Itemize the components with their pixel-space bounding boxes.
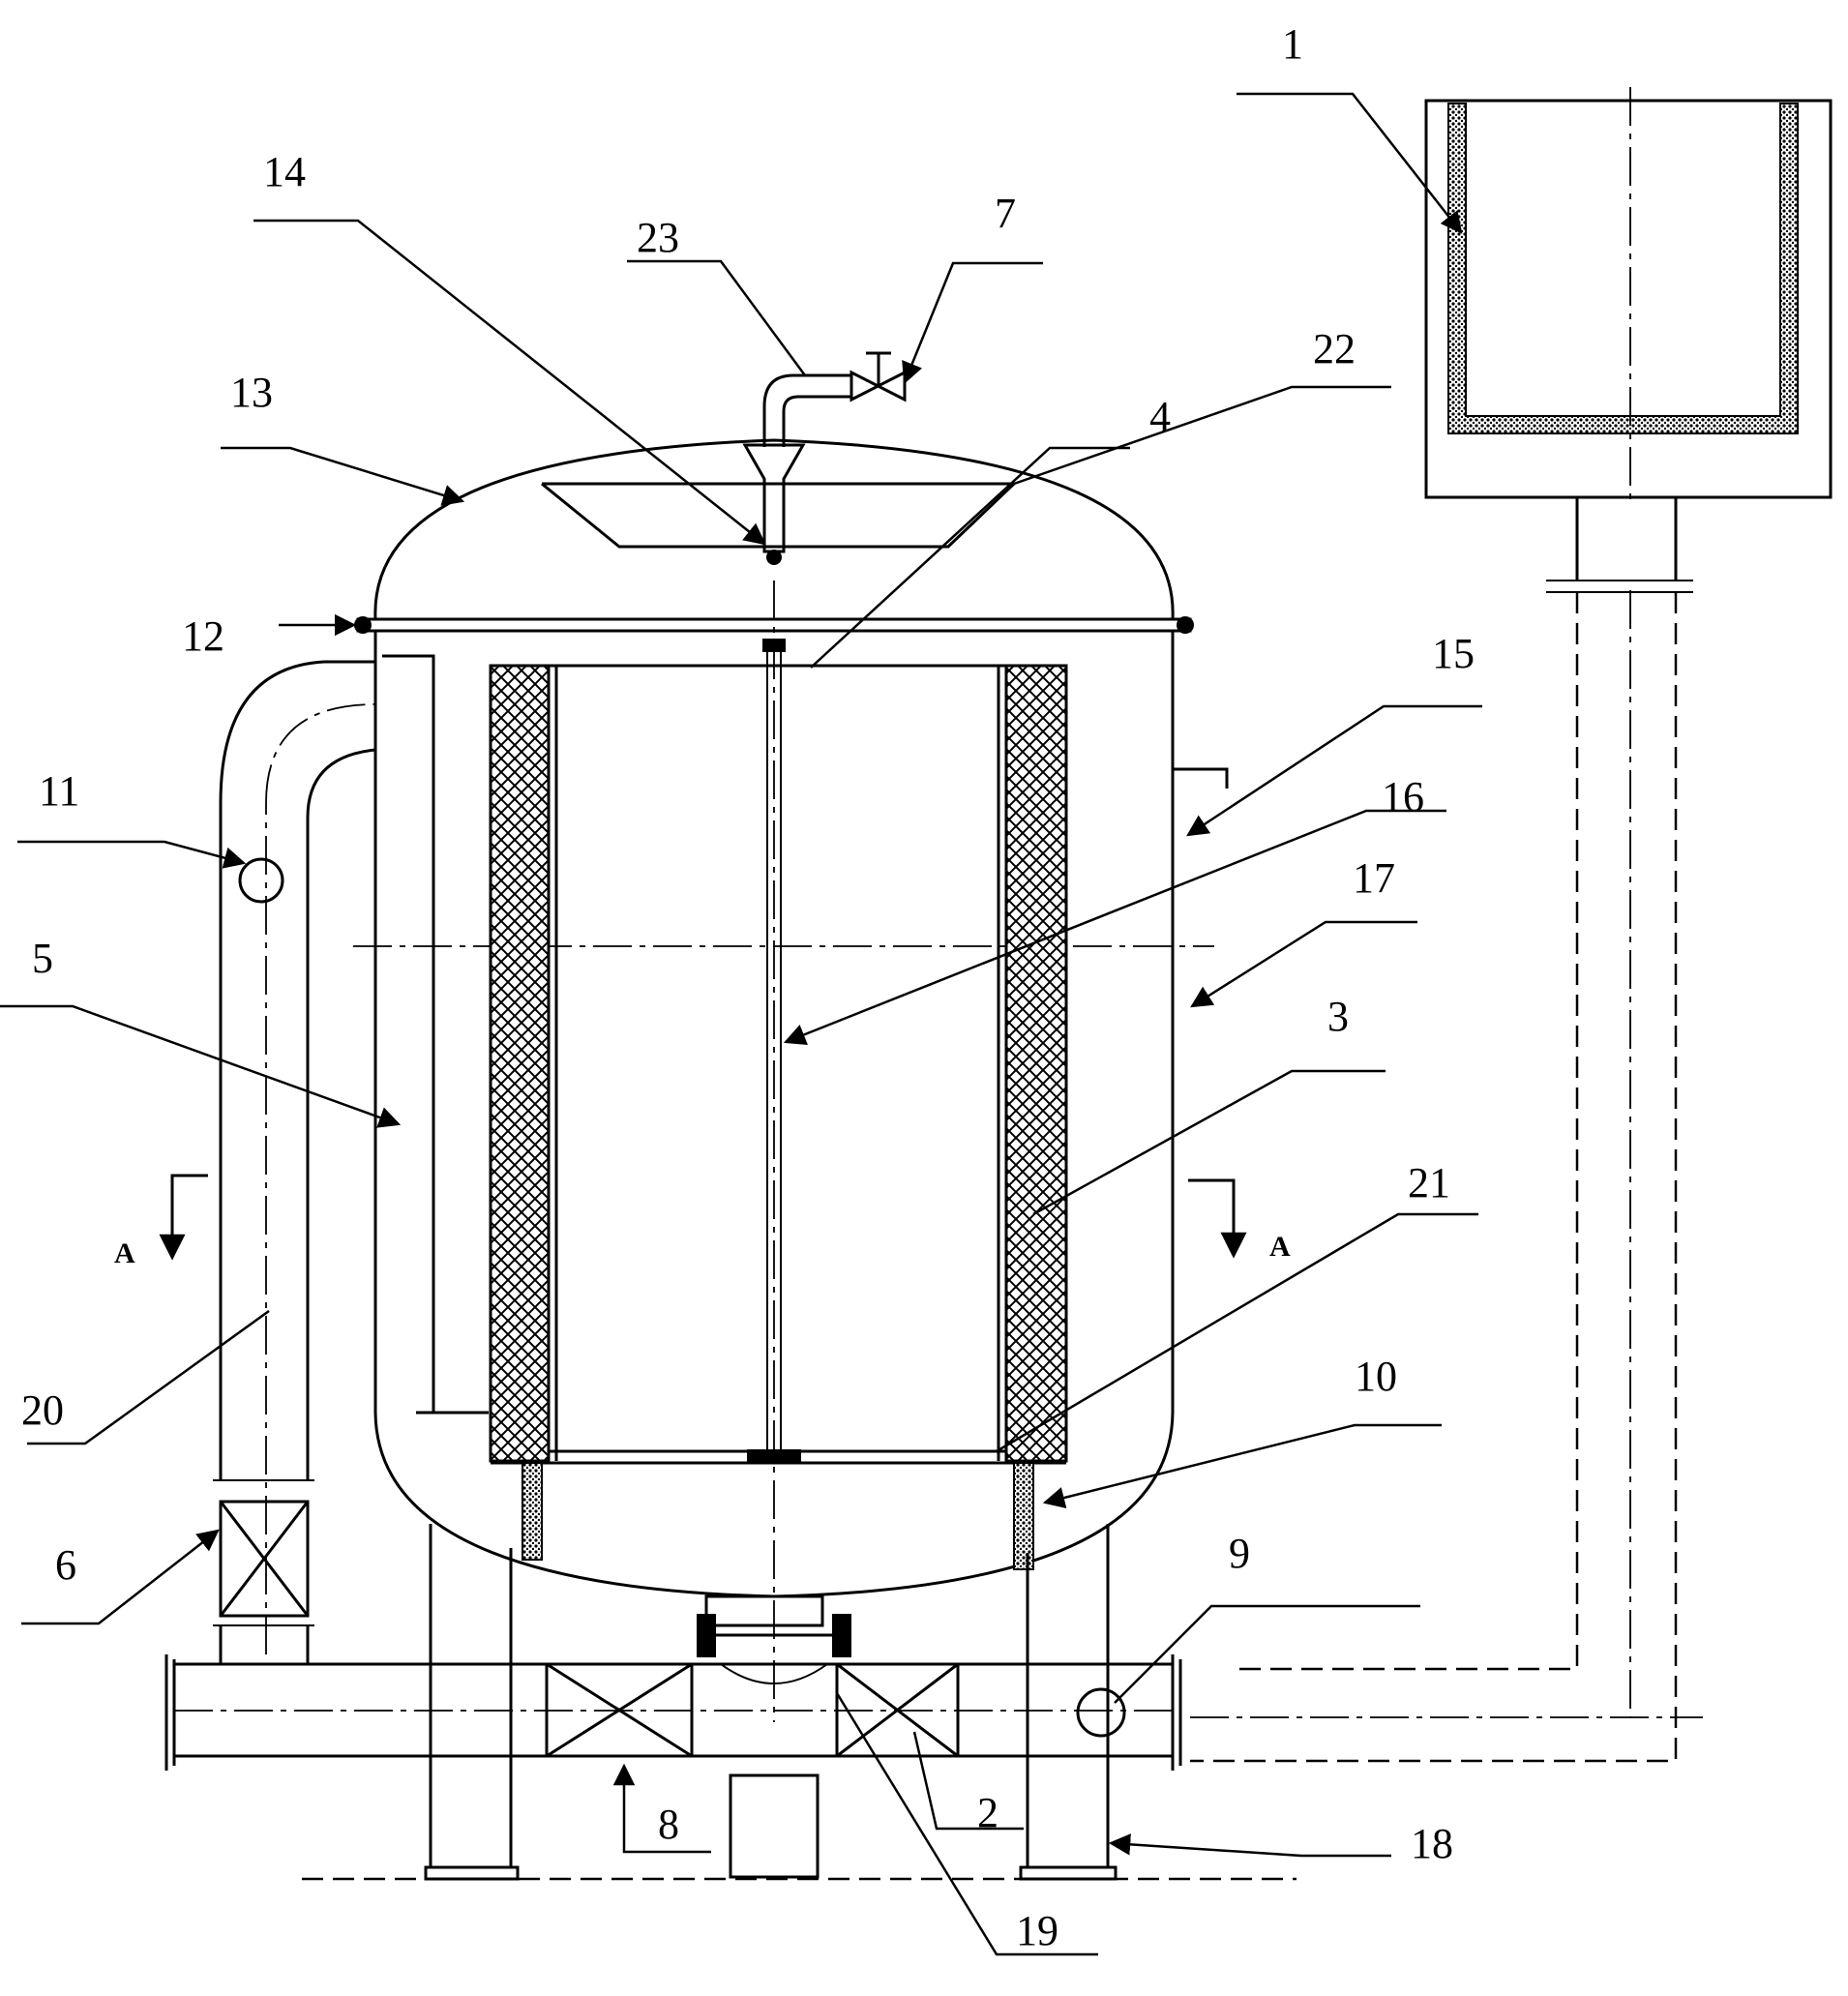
callout-16: 16 bbox=[1382, 773, 1424, 820]
inner-downcomer bbox=[382, 654, 489, 1415]
filter-cartridge bbox=[489, 639, 1068, 1570]
callout-1: 1 bbox=[1282, 20, 1303, 68]
callout-7: 7 bbox=[995, 190, 1016, 237]
callout-20: 20 bbox=[21, 1386, 64, 1434]
callout-4: 4 bbox=[1149, 393, 1171, 440]
callout-8: 8 bbox=[658, 1801, 679, 1848]
callout-12: 12 bbox=[182, 612, 224, 660]
top-distributor bbox=[541, 351, 1016, 565]
callout-labels: 1 2 3 4 5 6 7 8 9 10 11 12 13 14 15 16 1… bbox=[21, 20, 1475, 1954]
callout-23: 23 bbox=[637, 214, 679, 261]
vessel-body bbox=[353, 438, 1229, 1722]
head-tank bbox=[1424, 87, 1833, 593]
section-marks: A A bbox=[114, 1174, 1291, 1269]
callout-22: 22 bbox=[1313, 325, 1356, 372]
bottom-header bbox=[164, 1594, 1182, 1879]
support-legs bbox=[302, 1524, 1297, 1881]
leader-lines bbox=[0, 92, 1482, 1956]
callout-6: 6 bbox=[55, 1541, 76, 1589]
callout-2: 2 bbox=[977, 1789, 999, 1836]
callout-9: 9 bbox=[1229, 1530, 1250, 1577]
callout-5: 5 bbox=[32, 935, 53, 982]
callout-13: 13 bbox=[230, 369, 273, 416]
return-pipe bbox=[213, 660, 376, 1664]
callout-18: 18 bbox=[1411, 1820, 1453, 1867]
callout-15: 15 bbox=[1432, 630, 1475, 677]
section-mark-right: A bbox=[1269, 1231, 1291, 1263]
callout-17: 17 bbox=[1353, 854, 1395, 902]
section-mark-left: A bbox=[114, 1237, 135, 1269]
callout-11: 11 bbox=[39, 767, 79, 815]
callout-21: 21 bbox=[1408, 1159, 1450, 1207]
callout-3: 3 bbox=[1327, 993, 1349, 1040]
callout-10: 10 bbox=[1355, 1353, 1397, 1400]
callout-14: 14 bbox=[263, 148, 306, 195]
supply-line-dashed bbox=[1190, 590, 1703, 1763]
callout-19: 19 bbox=[1016, 1907, 1058, 1954]
